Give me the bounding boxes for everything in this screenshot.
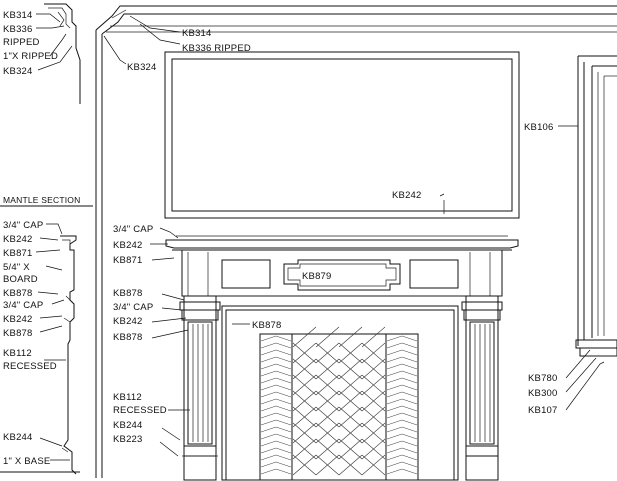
window-casing bbox=[558, 55, 617, 411]
section-label-54x: 5/4" X bbox=[3, 262, 30, 273]
section-label-1x-ripped: 1"X RIPPED bbox=[3, 51, 58, 62]
column-label-cap: 3/4" CAP bbox=[113, 302, 153, 313]
base-label-recessed: RECESSED bbox=[113, 405, 167, 416]
section-label-ripped: RIPPED bbox=[3, 37, 40, 48]
mantle-section-title: MANTLE SECTION bbox=[3, 195, 80, 205]
window-label-kb107: KB107 bbox=[528, 405, 558, 416]
window-label-kb106: KB106 bbox=[524, 122, 554, 133]
base-label-kb244: KB244 bbox=[113, 420, 143, 431]
column-label-kb878-2: KB878 bbox=[113, 332, 143, 343]
herringbone-tile bbox=[292, 326, 386, 476]
section-label-board: BOARD bbox=[3, 274, 38, 285]
section-label-kb242-2: KB242 bbox=[3, 314, 33, 325]
mantel-label-kb242: KB242 bbox=[113, 240, 143, 251]
mantel-label-cap: 3/4" CAP bbox=[113, 224, 153, 235]
mantel-label-kb871: KB871 bbox=[113, 255, 143, 266]
section-label-kb871: KB871 bbox=[3, 248, 33, 259]
section-label-kb244: KB244 bbox=[3, 432, 33, 443]
section-label-cap-2: 3/4" CAP bbox=[3, 300, 43, 311]
section-label-kb242: KB242 bbox=[3, 234, 33, 245]
elev-label-kb324: KB324 bbox=[127, 62, 157, 73]
section-label-kb112: KB112 bbox=[3, 348, 32, 359]
fireplace-elevation bbox=[95, 5, 617, 481]
mantle-section-view bbox=[0, 3, 93, 475]
window-label-kb300: KB300 bbox=[528, 388, 558, 399]
base-label-kb112: KB112 bbox=[113, 392, 142, 403]
frieze-label-kb879: KB879 bbox=[302, 271, 332, 282]
section-label-kb324: KB324 bbox=[3, 66, 33, 77]
section-label-cap: 3/4" CAP bbox=[3, 220, 43, 231]
labels: KB314 KB336 RIPPED 1"X RIPPED KB324 MANT… bbox=[3, 10, 558, 467]
window-label-kb780: KB780 bbox=[528, 373, 558, 384]
section-label-1x-base: 1" X BASE bbox=[3, 456, 50, 467]
elev-label-kb336-ripped: KB336 RIPPED bbox=[182, 43, 251, 54]
column-label-kb242: KB242 bbox=[113, 316, 143, 327]
firebox-label-kb878: KB878 bbox=[252, 320, 282, 331]
section-label-kb878-2: KB878 bbox=[3, 328, 33, 339]
tile-hatch-right bbox=[386, 335, 418, 475]
panel-label-kb242: KB242 bbox=[392, 190, 422, 201]
column-label-kb878: KB878 bbox=[113, 288, 143, 299]
section-label-recessed: RECESSED bbox=[3, 361, 57, 372]
tile-hatch-left bbox=[260, 335, 292, 475]
elev-label-kb314: KB314 bbox=[182, 28, 212, 39]
section-label-kb336: KB336 bbox=[3, 24, 33, 35]
section-label-kb314: KB314 bbox=[3, 10, 33, 21]
section-label-kb878: KB878 bbox=[3, 288, 33, 299]
base-label-kb223: KB223 bbox=[113, 434, 143, 445]
